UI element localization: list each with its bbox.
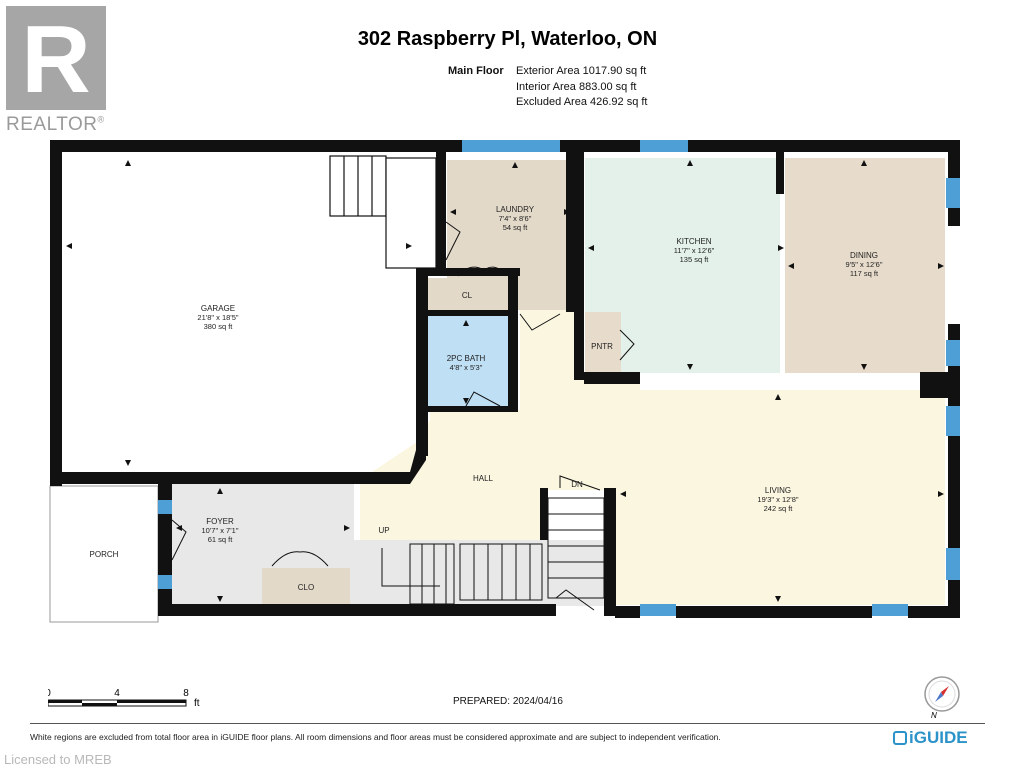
iguide-logo: iGUIDE: [893, 728, 968, 748]
walls: [50, 140, 960, 618]
pantry-room: [585, 312, 621, 372]
dining-room: [785, 158, 945, 373]
living-dims: 19'3" x 12'8": [757, 495, 798, 504]
living-label: LIVING 19'3" x 12'8" 242 sq ft: [757, 486, 798, 513]
foyer-area: 61 sq ft: [208, 535, 234, 544]
iguide-wordmark: iGUIDE: [909, 728, 968, 747]
realtor-brand: REALTOR: [6, 114, 98, 135]
realtor-logo-letter: R: [21, 6, 90, 110]
registered-mark: ®: [97, 114, 105, 125]
clo-label: CLO: [298, 583, 314, 592]
iguide-icon: [893, 731, 907, 745]
kitchen-label: KITCHEN 11'7" x 12'6" 135 sq ft: [674, 237, 715, 264]
floor-label: Main Floor: [448, 65, 504, 77]
clo-closet: [262, 568, 350, 604]
laundry-area: 54 sq ft: [503, 223, 529, 232]
porch-label: PORCH: [90, 550, 119, 559]
page-title: 302 Raspberry Pl, Waterloo, ON: [357, 28, 658, 50]
excluded-area: Excluded Area 426.92 sq ft: [516, 96, 648, 108]
laundry-dims: 7'4" x 8'6": [499, 214, 532, 223]
laundry-label: LAUNDRY 7'4" x 8'6" 54 sq ft: [496, 205, 535, 232]
interior-area: Interior Area 883.00 sq ft: [516, 80, 637, 93]
kitchen-area: 135 sq ft: [680, 255, 710, 264]
disclaimer-text: White regions are excluded from total fl…: [30, 732, 721, 742]
doors: [171, 221, 635, 611]
stair-area: [354, 540, 604, 606]
bath-name: 2PC BATH: [447, 354, 486, 363]
kitchen-name: KITCHEN: [676, 237, 711, 246]
dining-name: DINING: [850, 251, 878, 260]
pntr-label: PNTR: [591, 342, 613, 351]
compass-north-label: N: [931, 711, 937, 720]
scale-tick-4: 4: [114, 688, 120, 699]
interior-stairs: [381, 475, 605, 605]
realtor-wordmark: REALTOR®: [6, 114, 105, 136]
foyer-name: FOYER: [206, 517, 234, 526]
dimension-arrows: [66, 160, 944, 602]
licensed-watermark: Licensed to MREB: [4, 752, 112, 767]
hall-living-area: [360, 310, 945, 605]
windows: [158, 140, 960, 616]
foyer-label: FOYER 10'7" x 7'1" 61 sq ft: [202, 517, 239, 544]
cl-label: CL: [462, 291, 473, 300]
garage-area: 380 sq ft: [204, 322, 234, 331]
scale-tick-8: 8: [183, 688, 189, 699]
bath-label: 2PC BATH 4'8" x 5'3": [447, 354, 486, 372]
floor-plan: GARAGE 21'8" x 18'5" 380 sq ft LAUNDRY 7…: [49, 140, 960, 623]
living-name: LIVING: [765, 486, 791, 495]
garage-name: GARAGE: [201, 304, 235, 313]
hall-label: HALL: [473, 474, 494, 483]
bath-dims: 4'8" x 5'3": [450, 363, 483, 372]
kitchen-dims: 11'7" x 12'6": [674, 246, 715, 255]
exterior-area: Exterior Area 1017.90 sq ft: [516, 65, 647, 77]
garage-stairs: [329, 155, 437, 269]
compass-icon: N: [924, 676, 960, 720]
area-summary: Main Floor Exterior Area 1017.90 sq ft I…: [448, 64, 647, 111]
bath-room: [428, 316, 508, 408]
garage-dims: 21'8" x 18'5": [197, 313, 238, 322]
dining-area: 117 sq ft: [850, 269, 879, 278]
porch-area: [49, 485, 159, 623]
living-area: 242 sq ft: [764, 504, 794, 513]
realtor-logo: R: [6, 6, 106, 110]
scale-bar: 0 4 8 ft: [48, 688, 200, 709]
stairs-up-label: UP: [378, 526, 389, 535]
prepared-date: PREPARED: 2024/04/16: [453, 696, 563, 707]
scale-tick-0: 0: [48, 688, 51, 699]
foyer-dims: 10'7" x 7'1": [202, 526, 239, 535]
footer-divider: [30, 723, 985, 724]
scale-unit: ft: [194, 698, 200, 709]
stairs-down-label: DN: [571, 480, 583, 489]
dining-dims: 9'5" x 12'6": [846, 260, 883, 269]
garage-label: GARAGE 21'8" x 18'5" 380 sq ft: [197, 304, 238, 331]
cl-closet: [428, 278, 508, 310]
laundry-name: LAUNDRY: [496, 205, 535, 214]
dining-label: DINING 9'5" x 12'6" 117 sq ft: [846, 251, 883, 278]
